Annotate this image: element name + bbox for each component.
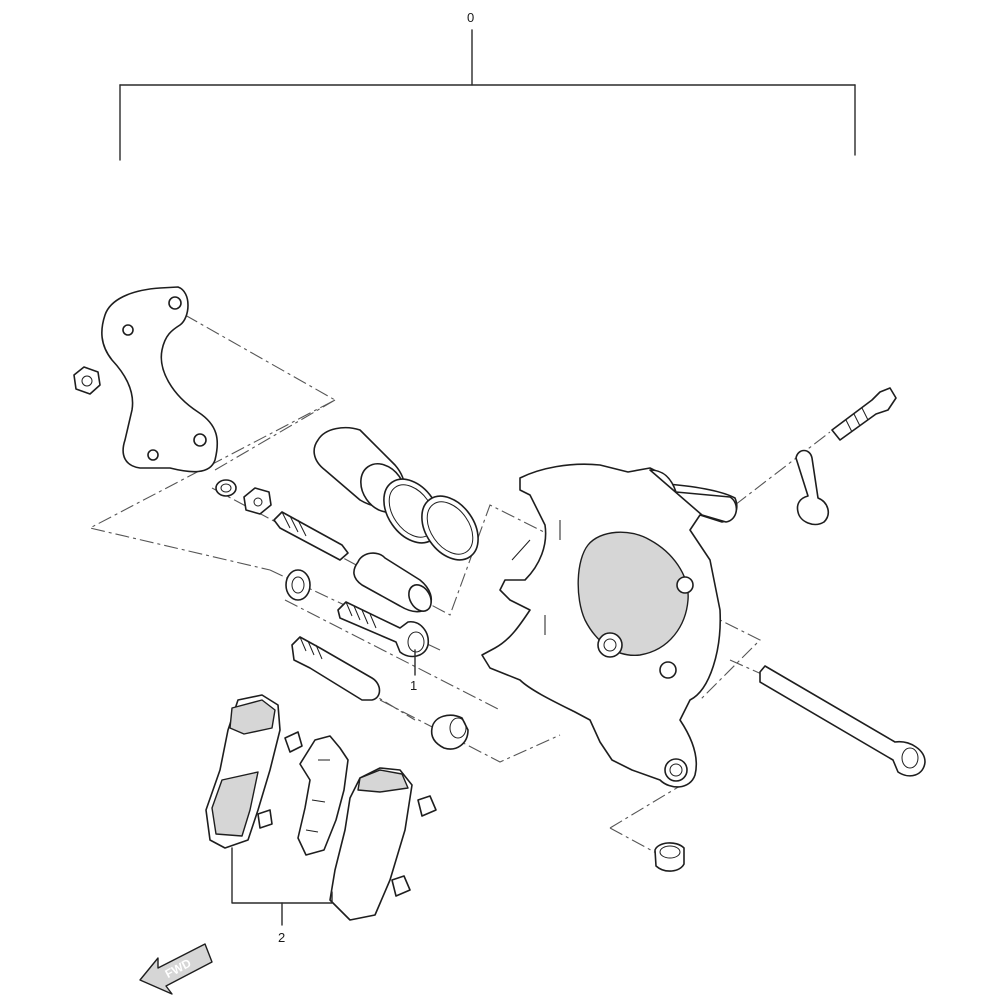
flange-bolt — [337, 601, 430, 658]
brake-pad-left — [205, 694, 303, 849]
bleed-cap — [795, 449, 830, 526]
hex-nut — [243, 487, 272, 515]
flange-nut-bottom — [654, 842, 685, 872]
assembly-bracket — [119, 29, 856, 161]
slide-pin — [273, 511, 349, 561]
sleeve-bolt — [353, 552, 432, 613]
caliper-bracket — [101, 286, 219, 473]
dust-seal — [421, 495, 479, 561]
anti-rattle-spring — [297, 735, 349, 856]
flange-nut-left — [73, 366, 101, 395]
long-pin — [759, 665, 926, 777]
callout-0: 0 — [467, 10, 475, 25]
bleed-screw — [831, 387, 897, 441]
caliper-body — [481, 463, 738, 788]
grommet — [430, 714, 469, 750]
callout-1: 1 — [410, 678, 418, 693]
pin-bolt — [291, 636, 381, 701]
fwd-arrow: FWD — [139, 943, 213, 995]
washer — [285, 569, 311, 601]
circlip — [215, 479, 237, 497]
brake-pad-right — [329, 767, 437, 921]
callout-2: 2 — [278, 930, 286, 945]
alignment-lines — [88, 314, 831, 856]
callout-leaders — [231, 649, 416, 926]
